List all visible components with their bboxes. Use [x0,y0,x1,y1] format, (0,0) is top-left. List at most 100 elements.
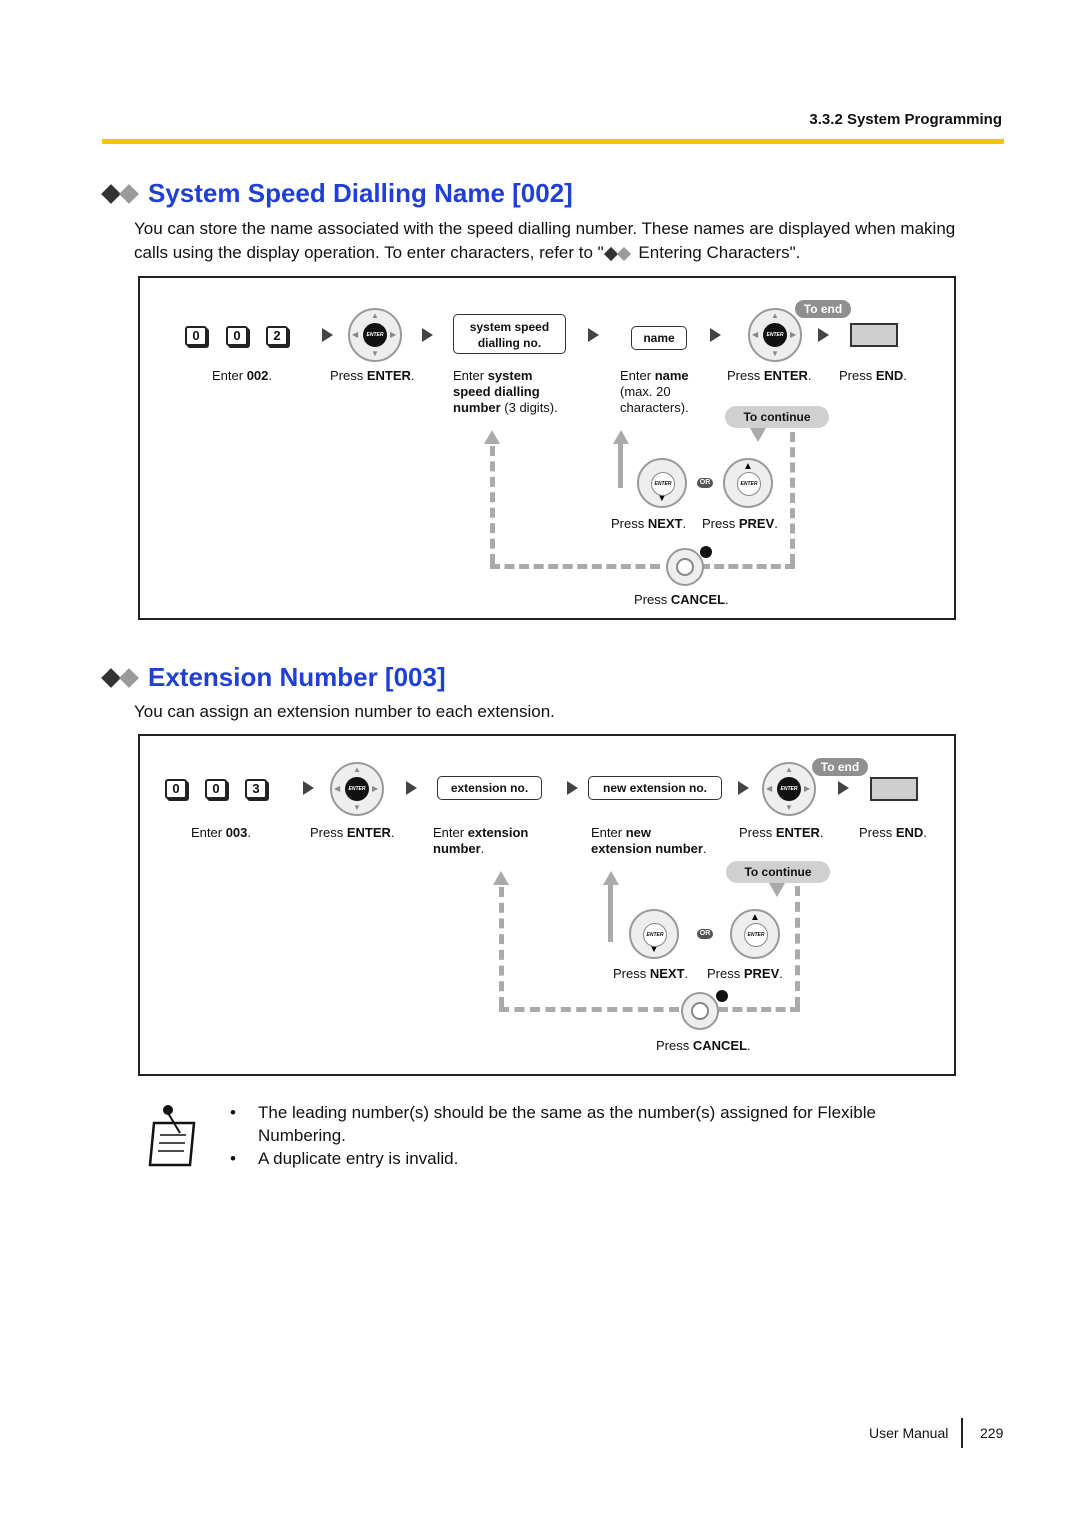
section-title-speed-dialling-name: System Speed Dialling Name [002] [101,178,573,209]
caption-part: Enter [591,825,626,840]
caption-part: Press [739,825,776,840]
caption-part: 002 [246,368,269,383]
caption-part: ENTER [366,368,411,383]
loop-line [608,885,613,942]
caption-part: NEXT [647,516,683,531]
caption-press-enter: Press ENTER. [310,825,395,841]
footer-label: User Manual [869,1425,949,1441]
procedure-panel-002: 0 0 2 ▲▼◀▶ ENTER system speed dialling n… [138,276,956,620]
caption-part: 003 [225,825,248,840]
to-continue-label: To continue [726,861,830,883]
section-header: 3.3.2 System Programming [809,111,1002,128]
enter-button-icon[interactable]: ▲▼◀▶ ENTER [348,308,402,362]
enter-label: ENTER [363,323,387,347]
caption-part: NEXT [649,966,685,981]
caption-part: Press [613,966,650,981]
enter-label: ENTER [737,472,761,496]
caption-part: (max. 20 [620,384,671,399]
caption-part: . [725,592,729,607]
flow-up-arrow-icon [484,430,500,444]
loop-line [790,432,795,564]
caption-part: ENTER [763,368,808,383]
caption-part: . [480,841,485,856]
intro-paragraph-2: You can assign an extension number to ea… [134,702,555,721]
section-title-text: System Speed Dialling Name [002] [148,178,573,208]
loop-line [718,1007,800,1012]
caption-part: system [487,368,533,383]
key-0[interactable]: 0 [185,326,207,346]
caption-press-cancel: Press CANCEL. [634,592,729,608]
section-title-extension-number: Extension Number [003] [101,662,446,693]
flow-up-arrow-icon [613,430,629,444]
to-continue-label: To continue [725,406,829,428]
cancel-button-icon[interactable] [681,992,719,1030]
caption-part: END [875,368,904,383]
note-line: Numbering. [258,1126,346,1145]
diamond-icon [101,183,140,204]
key-2[interactable]: 2 [266,326,288,346]
key-0[interactable]: 0 [226,326,248,346]
caption-part: Press [330,368,367,383]
caption-press-next: Press NEXT. [611,516,686,532]
next-button-icon[interactable]: ▼ ENTER [637,458,687,508]
intro-line-2a: calls using the display operation. To en… [134,243,604,262]
caption-press-end: Press END. [859,825,927,841]
caption-part: . [807,368,812,383]
enter-label: ENTER [763,323,787,347]
caption-press-end: Press END. [839,368,907,384]
caption-part: . [684,966,689,981]
loop-line [618,444,623,488]
flow-arrow-icon [838,781,849,795]
caption-part: ENTER [346,825,391,840]
caption-part: (3 digits). [500,400,558,415]
caption-part: Enter [191,825,226,840]
caption-part: . [682,516,687,531]
enter-button-icon[interactable]: ▲▼◀▶ ENTER [748,308,802,362]
prev-button-icon[interactable]: ▲ ENTER [730,909,780,959]
intro-line-2: calls using the display operation. To en… [134,241,955,265]
list-item: The leading number(s) should be the same… [230,1101,876,1147]
flow-arrow-icon [818,328,829,342]
caption-part: Enter [620,368,655,383]
caption-part: Press [634,592,671,607]
header-rule [102,139,1004,144]
caption-part: . [702,841,707,856]
list-item: A duplicate entry is invalid. [230,1147,876,1170]
system-speed-dialling-no-box: system speed dialling no. [453,314,566,354]
cancel-button-icon[interactable] [666,548,704,586]
box-line-1: system speed [469,320,550,334]
end-button-icon[interactable] [850,323,898,347]
or-badge: OR [697,478,713,488]
next-button-icon[interactable]: ▼ ENTER [629,909,679,959]
box-line-2: dialling no. [477,336,542,350]
caption-part: . [747,1038,751,1053]
enter-button-icon[interactable]: ▲▼◀▶ ENTER [762,762,816,816]
intro-line-1: You can store the name associated with t… [134,219,956,238]
notes-list: The leading number(s) should be the same… [230,1101,876,1170]
key-0[interactable]: 0 [205,779,227,799]
prev-button-icon[interactable]: ▲ ENTER [723,458,773,508]
caption-part: ENTER [775,825,820,840]
caption-enter-new-extension-number: Enter new extension number. [591,825,707,857]
caption-part: CANCEL [670,592,726,607]
key-3[interactable]: 3 [245,779,267,799]
to-end-label: To end [812,758,868,776]
new-extension-no-box: new extension no. [588,776,722,800]
key-0[interactable]: 0 [165,779,187,799]
caption-part: Press [702,516,739,531]
end-button-icon[interactable] [870,777,918,801]
caption-part: PREV [743,966,780,981]
caption-part: CANCEL [692,1038,748,1053]
caption-part: Enter [212,368,247,383]
flow-arrow-icon [710,328,721,342]
enter-button-icon[interactable]: ▲▼◀▶ ENTER [330,762,384,816]
enter-label: ENTER [777,777,801,801]
caption-part: number [453,400,501,415]
caption-part: Press [656,1038,693,1053]
caption-press-next: Press NEXT. [613,966,688,982]
caption-part: . [410,368,415,383]
loop-line [490,564,660,569]
caption-press-enter-2: Press ENTER. [727,368,812,384]
caption-part: extension number [591,841,703,856]
caption-part: extension [467,825,529,840]
